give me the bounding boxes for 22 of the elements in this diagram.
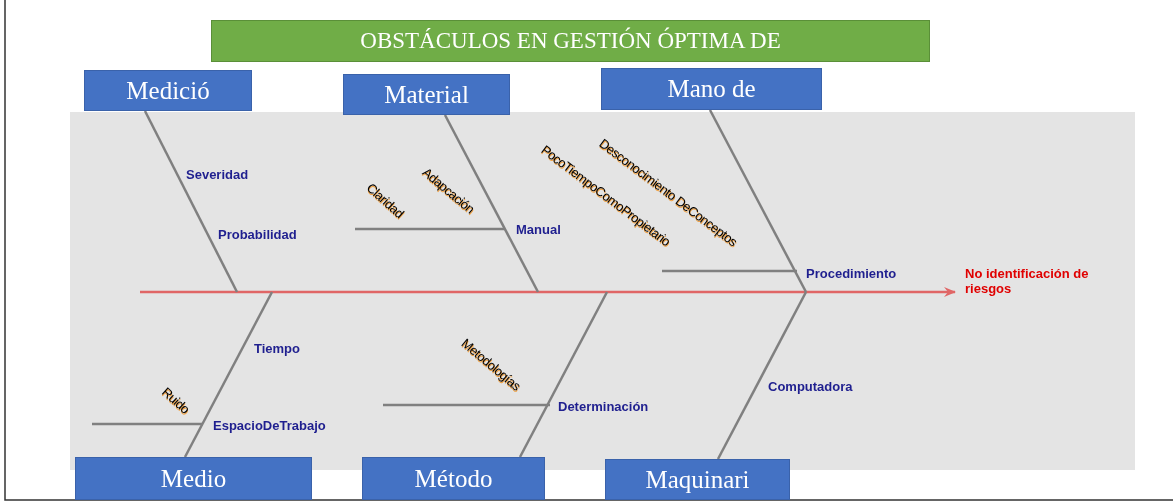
cause-text: Computadora bbox=[768, 379, 853, 394]
category-box: Medio bbox=[75, 457, 312, 500]
category-box: Método bbox=[362, 457, 545, 500]
cause-text: Severidad bbox=[186, 167, 249, 182]
cause-text: Probabilidad bbox=[218, 227, 297, 242]
category-box: Mano de bbox=[601, 68, 822, 110]
bone-line bbox=[443, 114, 540, 293]
cause-text: Procedimiento bbox=[806, 266, 897, 281]
bone-line bbox=[143, 110, 239, 293]
bone-line bbox=[708, 109, 808, 293]
cause-text: Tiempo bbox=[254, 341, 300, 356]
spine-arrow bbox=[140, 287, 956, 297]
effect-label: No identificación de riesgos bbox=[965, 266, 1095, 296]
cause-text: EspacioDeTrabajo bbox=[213, 418, 326, 433]
bone-line bbox=[716, 291, 808, 460]
title-banner: OBSTÁCULOS EN GESTIÓN ÓPTIMA DE bbox=[211, 20, 930, 62]
category-box: Maquinari bbox=[605, 459, 790, 500]
category-box: Material bbox=[343, 74, 510, 115]
cause-text: Determinación bbox=[558, 399, 649, 414]
bone-line bbox=[518, 291, 609, 458]
bone-line bbox=[183, 291, 274, 458]
category-box: Medició bbox=[84, 70, 252, 111]
